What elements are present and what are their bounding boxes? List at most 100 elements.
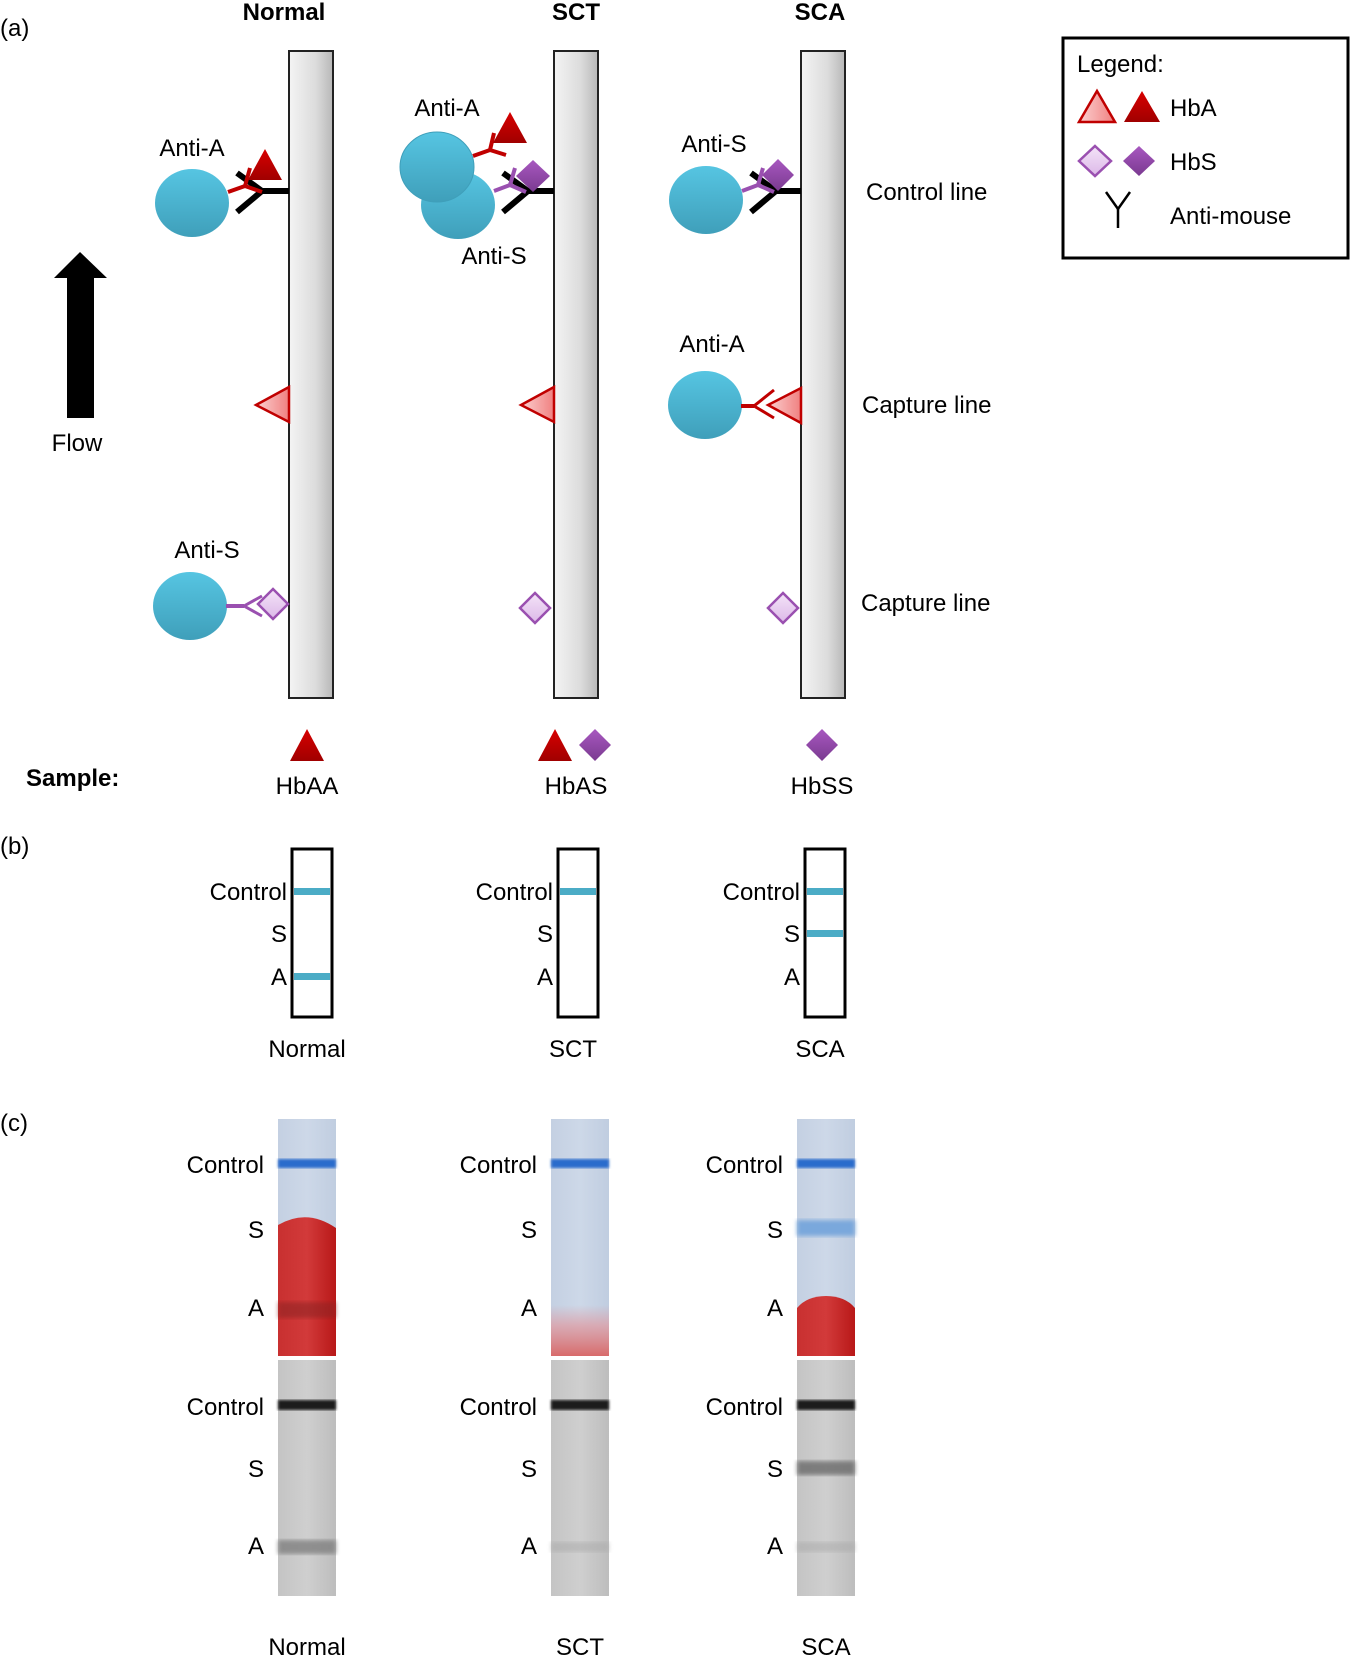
row-label-control: Control xyxy=(723,879,800,906)
legend-title: Legend: xyxy=(1077,51,1164,78)
bead-icon xyxy=(669,166,743,234)
row-label-a: A xyxy=(248,1533,264,1560)
hba-open-triangle-icon xyxy=(518,384,556,425)
anti-s-antibody-icon xyxy=(741,167,775,194)
row-label-control: Control xyxy=(476,879,553,906)
hbs-open-diamond-icon xyxy=(766,591,800,625)
normal-anti-a-label: Anti-A xyxy=(159,135,224,162)
row-label-control: Control xyxy=(460,1394,537,1421)
row-label-control: Control xyxy=(706,1152,783,1179)
legend-hba-label: HbA xyxy=(1170,95,1217,122)
row-label-a: A xyxy=(521,1533,537,1560)
row-label-control: Control xyxy=(210,879,287,906)
color-red-region xyxy=(551,1305,609,1356)
bead-icon xyxy=(668,371,742,439)
color-control-band xyxy=(797,1159,855,1168)
gray-s-band xyxy=(797,1461,855,1475)
test-line-control xyxy=(294,888,330,895)
row-label-control: Control xyxy=(187,1394,264,1421)
strip-outline xyxy=(556,847,600,1019)
test-line-control xyxy=(807,888,843,895)
photo-caption: SCT xyxy=(556,1634,604,1656)
row-label-control: Control xyxy=(706,1394,783,1421)
legend-hbs-open-diamond-icon xyxy=(1077,144,1113,178)
sca-anti-a-label: Anti-A xyxy=(679,331,744,358)
panel-label-b: (b) xyxy=(0,833,29,860)
row-label-control: Control xyxy=(460,1152,537,1179)
test-line-control xyxy=(560,888,596,895)
row-label-a: A xyxy=(784,964,800,991)
anti-a-antibody-icon xyxy=(741,388,775,420)
bead-icon xyxy=(399,131,475,203)
legend-hbs-filled-diamond-icon xyxy=(1123,146,1155,176)
strip-outline xyxy=(290,847,334,1019)
legend-anti-mouse-label: Anti-mouse xyxy=(1170,203,1291,230)
strip-caption: Normal xyxy=(268,1036,345,1063)
sample-hba-marker-icon xyxy=(290,729,324,761)
test-line-a xyxy=(294,973,330,980)
row-label-a: A xyxy=(521,1295,537,1322)
gray-control-band xyxy=(797,1400,855,1410)
strip-caption: SCT xyxy=(549,1036,597,1063)
anti-mouse-antibody-icon xyxy=(235,170,289,215)
color-control-band xyxy=(551,1159,609,1168)
row-label-s: S xyxy=(271,921,287,948)
normal-anti-s-label: Anti-S xyxy=(174,537,239,564)
row-label-control: Control xyxy=(187,1152,264,1179)
sample-hba-marker-icon xyxy=(538,729,572,761)
legend-hbs-label: HbS xyxy=(1170,149,1217,176)
legend: Legend: HbA HbS Anti-mouse xyxy=(1061,36,1350,260)
sample-label-sca: HbSS xyxy=(791,773,854,800)
hbs-filled-diamond-icon xyxy=(762,159,794,191)
flow-label: Flow xyxy=(52,430,103,457)
capture-line-a-label: Capture line xyxy=(862,392,991,419)
panel-label-c: (c) xyxy=(0,1110,28,1137)
strip-sct xyxy=(553,50,599,699)
gray-a-band xyxy=(278,1540,336,1554)
gray-a-band xyxy=(797,1542,855,1552)
photo-caption: SCA xyxy=(801,1634,850,1656)
gray-a-band xyxy=(551,1542,609,1552)
photo-caption: Normal xyxy=(268,1634,345,1656)
flow-arrow-icon xyxy=(54,252,107,418)
color-control-band xyxy=(278,1159,336,1168)
legend-anti-mouse-icon xyxy=(1104,191,1132,228)
color-s-band xyxy=(797,1220,855,1236)
row-label-s: S xyxy=(248,1456,264,1483)
gray-photo-background xyxy=(278,1360,336,1596)
bead-icon xyxy=(153,572,227,640)
row-label-s: S xyxy=(248,1217,264,1244)
row-label-s: S xyxy=(521,1217,537,1244)
column-title-normal: Normal xyxy=(243,0,326,26)
sample-hbs-marker-icon xyxy=(579,729,611,761)
gray-photo-background xyxy=(551,1360,609,1596)
control-line-label: Control line xyxy=(866,179,987,206)
row-label-a: A xyxy=(537,964,553,991)
gray-control-band xyxy=(551,1400,609,1410)
sct-anti-s-label: Anti-S xyxy=(461,243,526,270)
capture-line-s-label: Capture line xyxy=(861,590,990,617)
color-a-band xyxy=(278,1302,336,1318)
sct-anti-a-label: Anti-A xyxy=(414,95,479,122)
row-label-a: A xyxy=(248,1295,264,1322)
gray-photo-background xyxy=(797,1360,855,1596)
sample-label-sct: HbAS xyxy=(545,773,608,800)
gray-control-band xyxy=(278,1400,336,1410)
sample-hbs-marker-icon xyxy=(806,729,838,761)
row-label-a: A xyxy=(767,1295,783,1322)
legend-hba-open-triangle-icon xyxy=(1076,88,1118,124)
anti-a-antibody-icon xyxy=(227,167,263,194)
row-label-s: S xyxy=(767,1217,783,1244)
strip-normal xyxy=(288,50,334,699)
color-red-region xyxy=(278,1217,336,1356)
row-label-s: S xyxy=(784,921,800,948)
row-label-s: S xyxy=(537,921,553,948)
hba-open-triangle-icon xyxy=(253,384,291,425)
